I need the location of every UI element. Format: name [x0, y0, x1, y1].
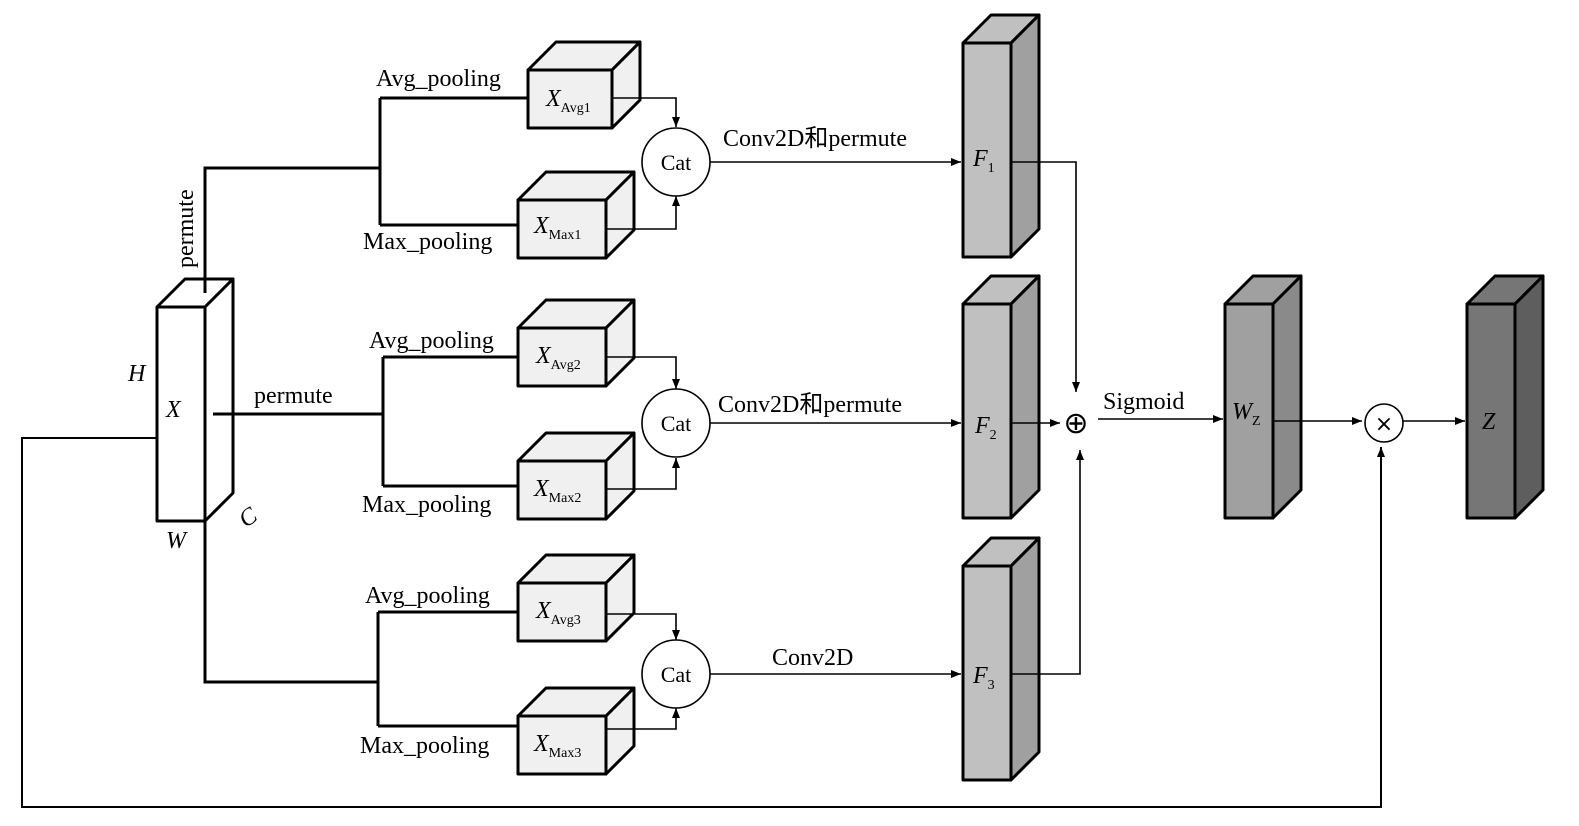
dim-c-label: C	[234, 502, 263, 533]
pool-box-avg3	[516, 553, 636, 643]
input-symbol: X	[165, 397, 182, 423]
cat-input-arrows	[606, 97, 680, 730]
max-pooling-label-3: Max_pooling	[360, 733, 489, 759]
f1-to-sum	[1011, 161, 1080, 392]
f3-symbol: F3	[972, 663, 995, 693]
weight-map-wz	[1223, 274, 1303, 520]
f2-symbol: F2	[974, 413, 997, 443]
conv-label-1: Conv2D和permute	[723, 125, 907, 152]
trunk-lines	[21, 96, 1385, 808]
output-map-z	[1465, 274, 1545, 520]
avg-pooling-label-2: Avg_pooling	[369, 328, 494, 354]
max2-symbol: XMax2	[533, 476, 581, 506]
avg2-symbol: XAvg2	[535, 343, 581, 373]
cat-label-1: Cat	[661, 150, 692, 175]
pool-box-max3	[516, 686, 636, 776]
pool-box-max2	[516, 431, 636, 521]
avg3-symbol: XAvg3	[535, 598, 581, 628]
wz-symbol: WZ	[1232, 399, 1261, 429]
pool-box-avg2	[516, 298, 636, 388]
max3-symbol: XMax3	[533, 731, 581, 761]
avg1-symbol: XAvg1	[545, 86, 591, 116]
pool-box-max1	[516, 170, 636, 260]
pool-box-avg1	[526, 40, 642, 130]
multiply-node	[1364, 403, 1404, 443]
input-tensor	[155, 277, 235, 523]
sum-node: ⊕	[1063, 406, 1088, 441]
skip-connection	[21, 437, 1385, 808]
sigmoid-label: Sigmoid	[1103, 389, 1184, 415]
f3-to-sum	[1011, 450, 1084, 675]
permute-top-line	[203, 166, 380, 293]
max-pooling-label-2: Max_pooling	[362, 492, 491, 518]
max1-symbol: XMax1	[533, 213, 581, 243]
conv-label-2: Conv2D和permute	[718, 391, 902, 418]
dim-h-label: H	[127, 361, 147, 387]
cat-label-2: Cat	[661, 411, 692, 436]
f1-symbol: F1	[972, 146, 995, 176]
input-tensor-front	[155, 305, 207, 523]
dim-w-label: W	[166, 528, 188, 554]
feature-map-f3	[961, 536, 1041, 782]
z-symbol: Z	[1482, 409, 1496, 435]
feature-map-f2	[961, 274, 1041, 520]
input-tensor-side	[203, 277, 235, 523]
multiply-symbol: ×	[1375, 412, 1393, 437]
permute-top-label: permute	[173, 189, 199, 268]
permute-mid-label: permute	[254, 383, 333, 409]
max-pooling-label-1: Max_pooling	[363, 229, 492, 255]
cat-label-3: Cat	[661, 662, 692, 687]
conv-label-3: Conv2D	[772, 645, 853, 671]
feature-map-f1	[961, 13, 1041, 259]
avg-pooling-label-1: Avg_pooling	[376, 66, 501, 92]
avg-pooling-label-3: Avg_pooling	[365, 583, 490, 609]
